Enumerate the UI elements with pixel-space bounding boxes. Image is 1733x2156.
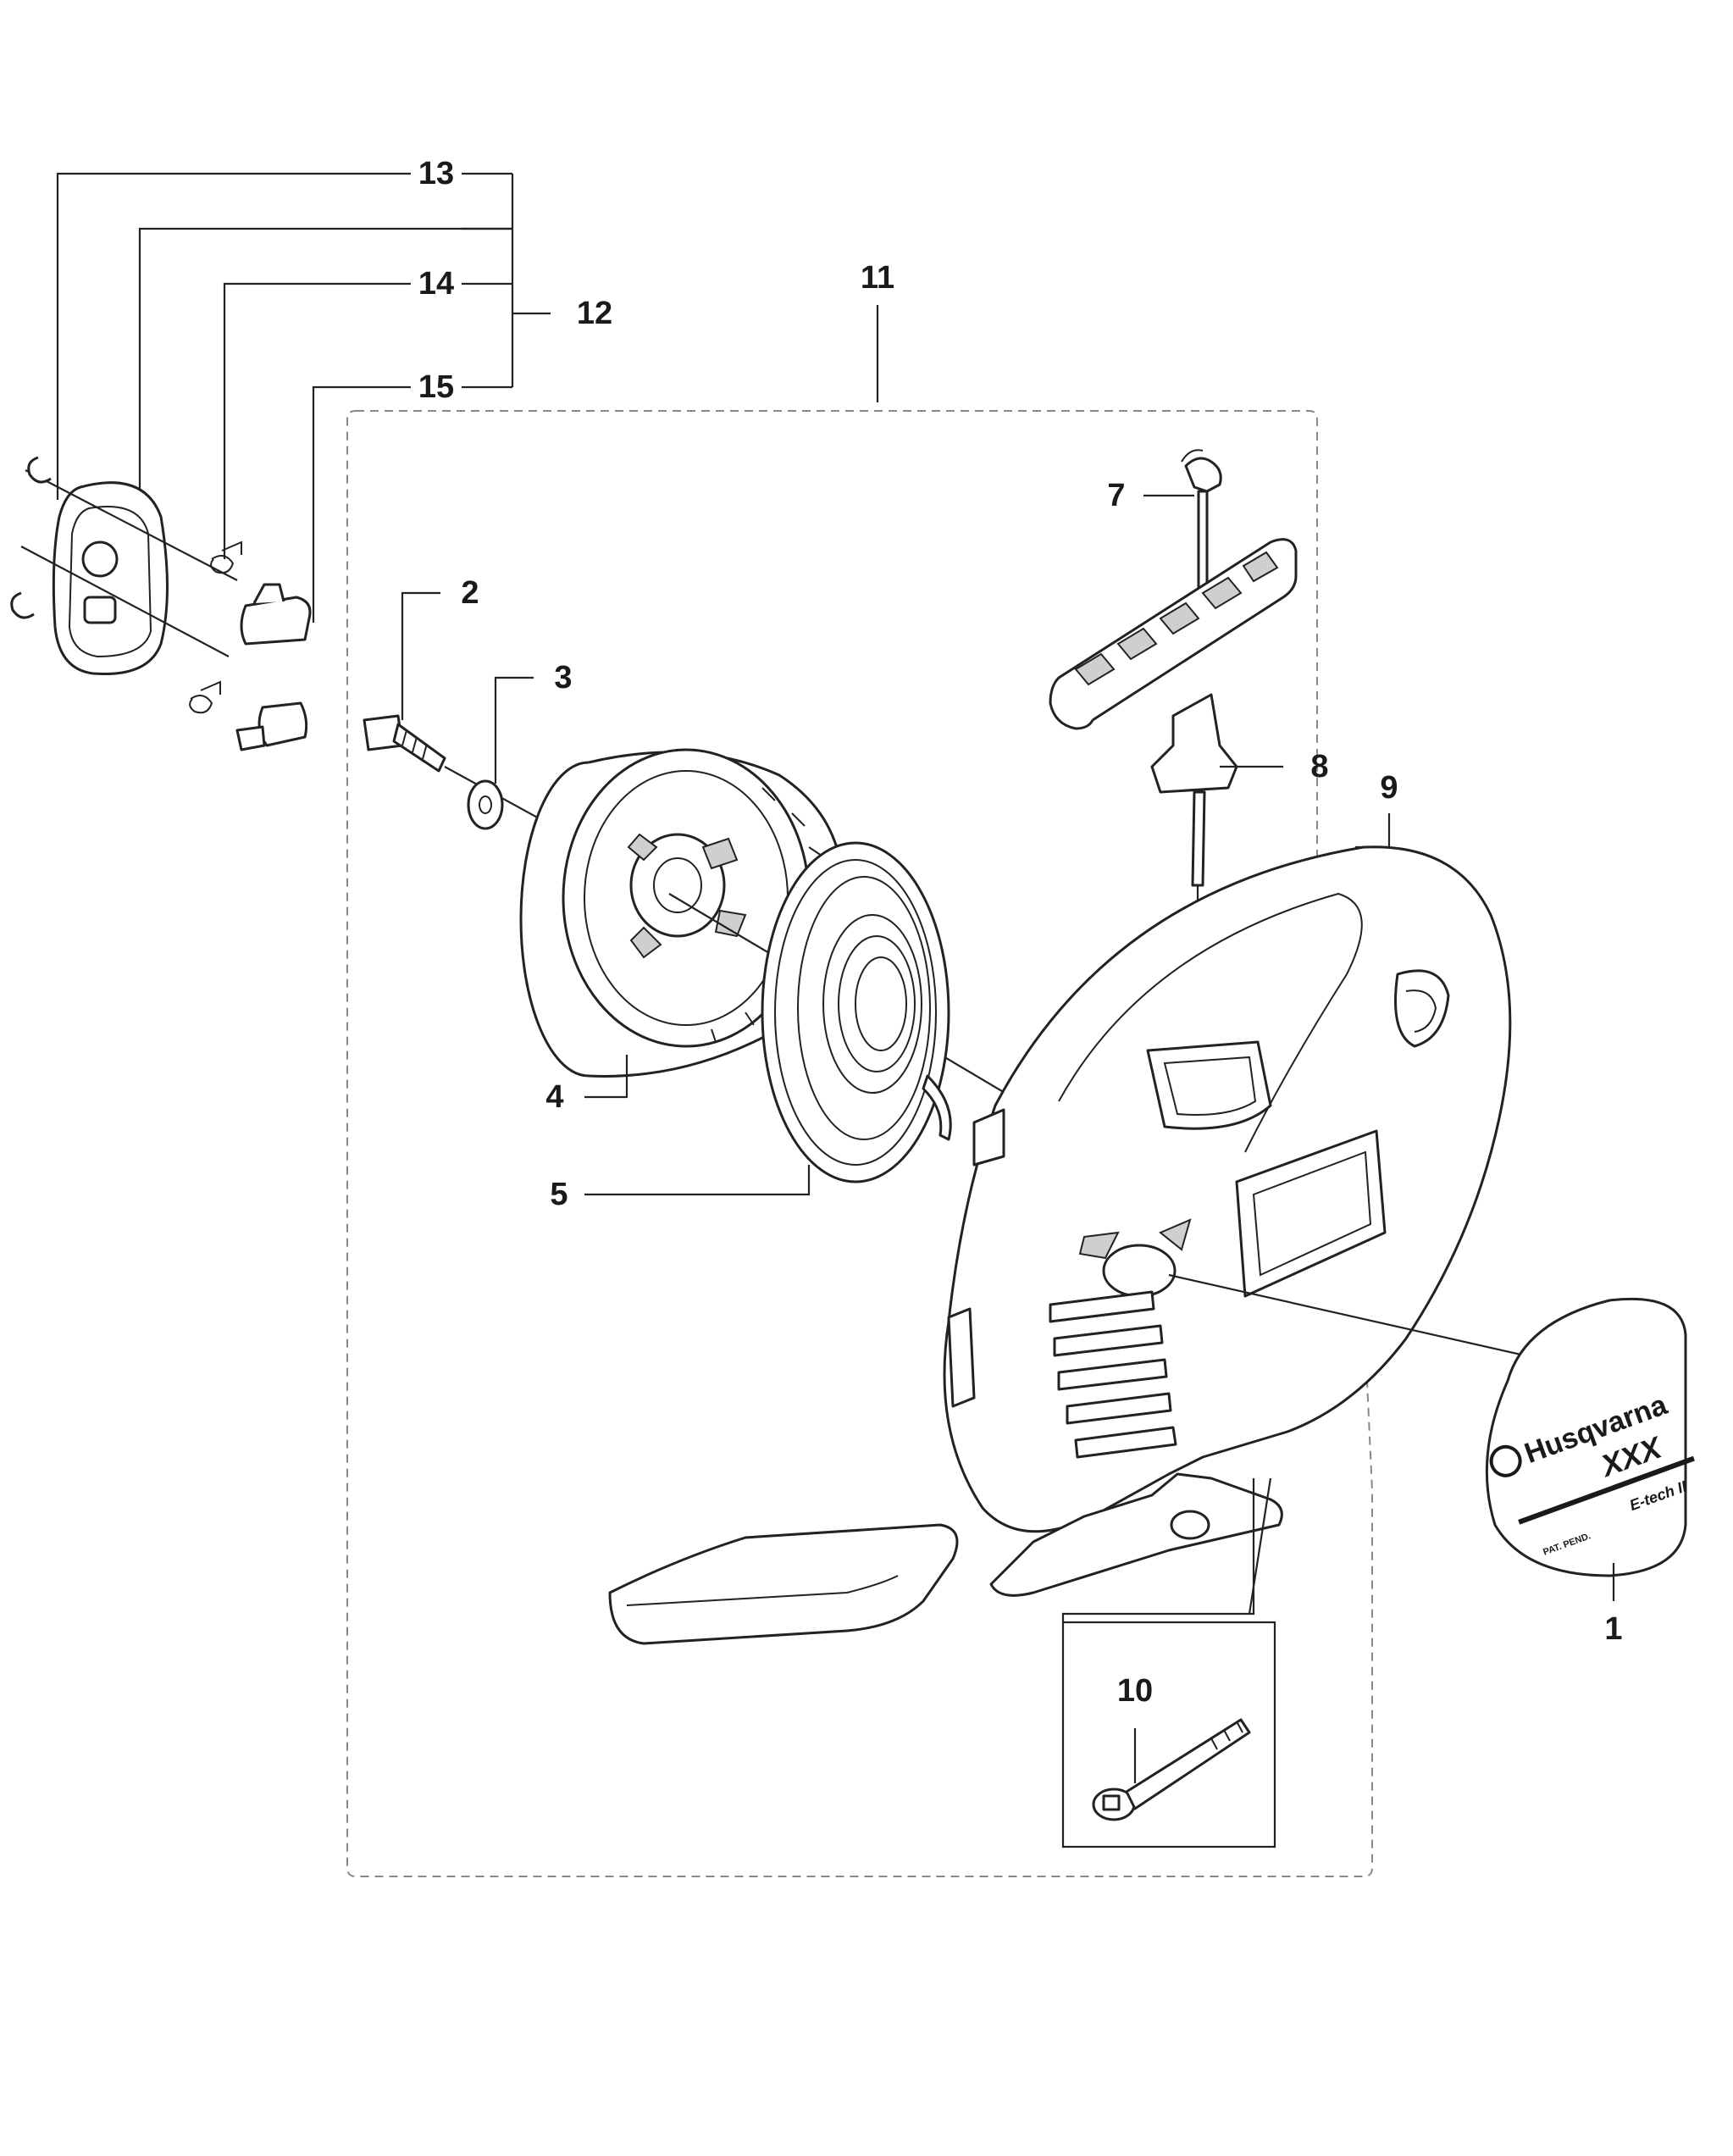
handle-part-8: [1049, 538, 1298, 794]
decal-part-1: Husqvarna XXX E-tech II PAT. PEND.: [1485, 1297, 1695, 1601]
screw-part-2: [363, 591, 577, 840]
callout-1: 1: [1604, 1611, 1622, 1647]
bolt-part-10: [1061, 1477, 1276, 1848]
c-clip-bottom: [10, 591, 35, 619]
callout-12: 12: [577, 296, 612, 331]
pawl-spring-upper: [210, 540, 242, 574]
callout-3: 3: [554, 660, 572, 696]
callout-7: 7: [1107, 478, 1125, 513]
callout-4: 4: [545, 1079, 563, 1115]
callout-2: 2: [461, 575, 479, 611]
spring-part-5: [584, 841, 952, 1196]
c-clip-top: [27, 456, 52, 484]
group-12-bracket: [56, 172, 551, 623]
pawl-spring-lower: [189, 680, 221, 714]
callout-5: 5: [550, 1177, 568, 1212]
husqvarna-logo-icon: [1489, 1444, 1522, 1477]
pawl-carrier: [20, 469, 238, 676]
callout-8: 8: [1310, 749, 1328, 784]
callout-15: 15: [418, 369, 454, 405]
detail-box-10: [1061, 1621, 1276, 1848]
callout-13: 13: [418, 156, 454, 191]
callout-11: 11: [861, 260, 894, 296]
pawl-lower: [235, 701, 308, 751]
pawl-upper: [240, 583, 312, 646]
callout-10: 10: [1117, 1673, 1153, 1709]
callout-14: 14: [418, 266, 454, 302]
callout-9: 9: [1380, 770, 1398, 806]
washer-part-3: [467, 676, 534, 830]
housing-part-9: [608, 813, 1525, 1645]
